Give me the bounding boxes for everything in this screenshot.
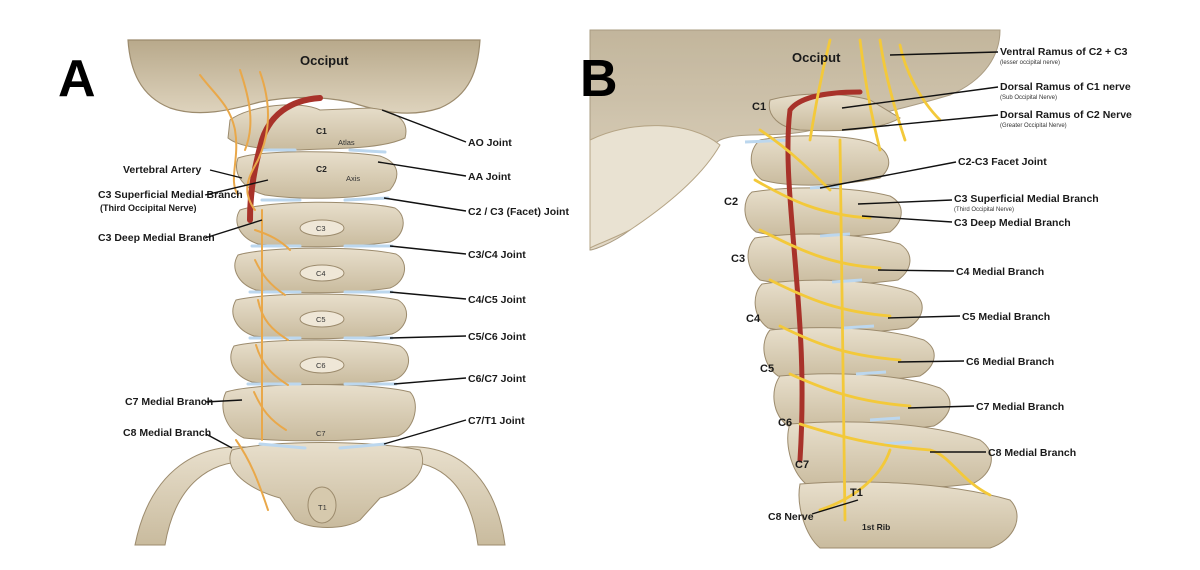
vertebra-c6-label: C6 xyxy=(316,361,326,370)
c8-nerve-label: C8 Nerve xyxy=(768,511,814,523)
level-c7-label: C7 xyxy=(795,459,809,471)
label-c3-deep-b: C3 Deep Medial Branch xyxy=(954,217,1071,229)
vertebra-c2-label: C2 xyxy=(316,164,327,174)
vertebral-artery-b xyxy=(785,89,863,463)
vertebral-artery-a xyxy=(247,95,323,223)
label-ventral-ramus: Ventral Ramus of C2 + C3 xyxy=(1000,46,1128,58)
label-c3c4-joint: C3/C4 Joint xyxy=(468,249,526,261)
label-ventral-ramus-sub: (lesser occipital nerve) xyxy=(1000,60,1060,66)
facet-joints-a xyxy=(246,148,398,450)
vertebra-t1-label: T1 xyxy=(318,503,327,512)
label-c3-superficial-sub-a: (Third Occipital Nerve) xyxy=(100,203,197,213)
nerve-branches-b xyxy=(753,38,992,522)
label-c7-medial-a: C7 Medial Branch xyxy=(125,396,213,408)
label-c5-medial: C5 Medial Branch xyxy=(962,311,1050,323)
mandible-b xyxy=(589,125,721,249)
label-c3-superficial-sub-b: (Third Occipital Nerve) xyxy=(954,207,1014,213)
occiput-label-a: Occiput xyxy=(300,53,349,68)
level-c6-label: C6 xyxy=(778,417,792,429)
level-c3-label: C3 xyxy=(731,253,745,265)
vertebra-c1-label: C1 xyxy=(316,126,327,136)
level-t1-label: T1 xyxy=(850,487,863,499)
label-c5c6-joint: C5/C6 Joint xyxy=(468,331,526,343)
label-dorsal-c1-sub: (Sub Occipital Nerve) xyxy=(1000,95,1057,101)
cervical-stack-a xyxy=(222,104,424,528)
label-c8-medial-b: C8 Medial Branch xyxy=(988,447,1076,459)
label-c6-medial: C6 Medial Branch xyxy=(966,356,1054,368)
first-rib-label: 1st Rib xyxy=(862,522,890,532)
label-ao-joint: AO Joint xyxy=(468,137,512,149)
label-vertebral-artery: Vertebral Artery xyxy=(123,164,202,176)
label-c2c3-facet: C2-C3 Facet Joint xyxy=(958,156,1047,168)
panel-b-letter: B xyxy=(580,50,618,108)
panel-a-letter: A xyxy=(58,50,96,108)
label-c2c3-joint: C2 / C3 (Facet) Joint xyxy=(468,206,569,218)
label-c3-superficial-b: C3 Superficial Medial Branch xyxy=(954,193,1099,205)
level-c2-label: C2 xyxy=(724,196,738,208)
label-c7t1-joint: C7/T1 Joint xyxy=(468,415,525,427)
level-c1-label: C1 xyxy=(752,101,766,113)
vertebra-c3-label: C3 xyxy=(316,224,326,233)
label-c3-superficial-a: C3 Superficial Medial Branch xyxy=(98,189,243,201)
occiput-label-b: Occiput xyxy=(792,50,841,65)
label-c7-medial-b: C7 Medial Branch xyxy=(976,401,1064,413)
vertebra-c4-label: C4 xyxy=(316,269,326,278)
label-dorsal-c2-sub: (Greater Occipital Nerve) xyxy=(1000,123,1067,129)
level-c5-label: C5 xyxy=(760,363,774,375)
medial-branch-nerves-a xyxy=(199,69,291,511)
label-dorsal-c1: Dorsal Ramus of C1 nerve xyxy=(1000,81,1131,93)
label-c3-deep-a: C3 Deep Medial Branch xyxy=(98,232,215,244)
vertebra-c7-label: C7 xyxy=(316,429,326,438)
panel-a: A Occiput C1 Atlas C2 Axis C3 C4 C5 C6 C… xyxy=(58,39,569,546)
level-c4-label: C4 xyxy=(746,313,761,325)
vertebra-atlas-label: Atlas xyxy=(338,138,355,147)
label-c4-medial: C4 Medial Branch xyxy=(956,266,1044,278)
vertebra-c5-label: C5 xyxy=(316,315,326,324)
panel-b: B Occiput C1 C2 C3 C4 C5 C6 C7 T1 C8 Ner… xyxy=(580,29,1132,549)
label-aa-joint: AA Joint xyxy=(468,171,511,183)
label-c4c5-joint: C4/C5 Joint xyxy=(468,294,526,306)
label-c8-medial-a: C8 Medial Branch xyxy=(123,427,211,439)
label-dorsal-c2: Dorsal Ramus of C2 Nerve xyxy=(1000,109,1132,121)
vertebra-axis-label: Axis xyxy=(346,174,360,183)
label-c6c7-joint: C6/C7 Joint xyxy=(468,373,526,385)
